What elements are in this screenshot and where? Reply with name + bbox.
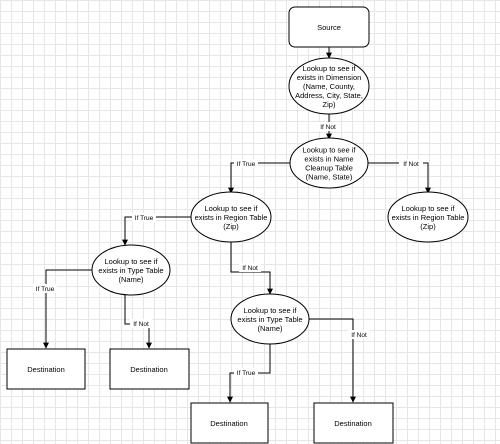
label-line: Destination (210, 419, 248, 428)
edge-label-if-true: If True (237, 370, 256, 377)
edge-name-cleanup-to-region-right[interactable]: If Not (368, 159, 431, 194)
label-line: Lookup to see if (205, 204, 259, 213)
label-line: Lookup to see if (402, 204, 456, 213)
label-line: exists in Region Table (392, 213, 465, 222)
edge-label-if-not: If Not (351, 332, 367, 339)
label-line: Lookup to see if (303, 64, 357, 73)
destination-node[interactable]: Destination (190, 402, 269, 444)
edge-label-if-true: If True (135, 215, 154, 222)
source-node[interactable]: Source (288, 6, 370, 48)
label-line: Destination (130, 365, 168, 374)
destination-label: Destination (334, 419, 372, 428)
destination-node[interactable]: Destination (313, 402, 394, 444)
destination-label: Destination (27, 365, 65, 374)
label-line: exists in Dimension (297, 73, 362, 82)
label-line: Destination (27, 365, 65, 374)
label-line: Lookup to see if (105, 257, 159, 266)
label-line: Cleanup Table (305, 164, 353, 173)
edge-type-left-to-destination-2[interactable]: If Not (124, 294, 152, 349)
edge-type-mid-to-destination-3[interactable]: If True (227, 343, 271, 403)
label-line: Lookup to see if (244, 306, 298, 315)
destination-label: Destination (130, 365, 168, 374)
edge-type-mid-to-destination-4[interactable]: If Not (308, 318, 370, 403)
edge-label-if-not: If Not (320, 124, 336, 131)
label-line: Address, City, State, (295, 91, 363, 100)
edge-label-if-not: If Not (242, 265, 258, 272)
label-line: exists in Type Table (237, 315, 302, 324)
edge-type-left-to-destination-1[interactable]: If True (33, 269, 93, 349)
label-line: (Name) (118, 275, 144, 284)
edge-label-if-true: If True (237, 161, 256, 168)
edge-label-if-true: If True (36, 286, 55, 293)
label-line: (Name, State) (306, 173, 353, 182)
label-line: (Zip) (420, 222, 436, 231)
destination-label: Destination (210, 419, 248, 428)
source-node-label: Source (317, 23, 341, 32)
edge-region-left-to-type-left[interactable]: If True (122, 213, 192, 246)
label-line: (Name) (257, 324, 283, 333)
label-line: Destination (334, 419, 372, 428)
label-line: Lookup to see if (303, 146, 357, 155)
edge-region-left-to-type-mid[interactable]: If Not (230, 242, 273, 295)
edges: If Not If True If Not If True If Not If … (33, 47, 431, 403)
label-line: (Zip) (223, 222, 239, 231)
edge-label-if-not: If Not (133, 321, 149, 328)
edge-dimension-to-name-cleanup[interactable]: If Not (316, 112, 340, 140)
label-line: (Name, County, (303, 82, 355, 91)
label-line: exists in Type Table (98, 266, 163, 275)
label-line: exists in Region Table (195, 213, 268, 222)
label-line: Source (317, 23, 341, 32)
edge-name-cleanup-to-region-left[interactable]: If True (228, 159, 291, 194)
destination-node[interactable]: Destination (6, 348, 86, 390)
label-line: exists in Name (304, 155, 353, 164)
edge-label-if-not: If Not (403, 161, 419, 168)
destination-node[interactable]: Destination (109, 348, 190, 390)
label-line: Zip) (323, 100, 336, 109)
